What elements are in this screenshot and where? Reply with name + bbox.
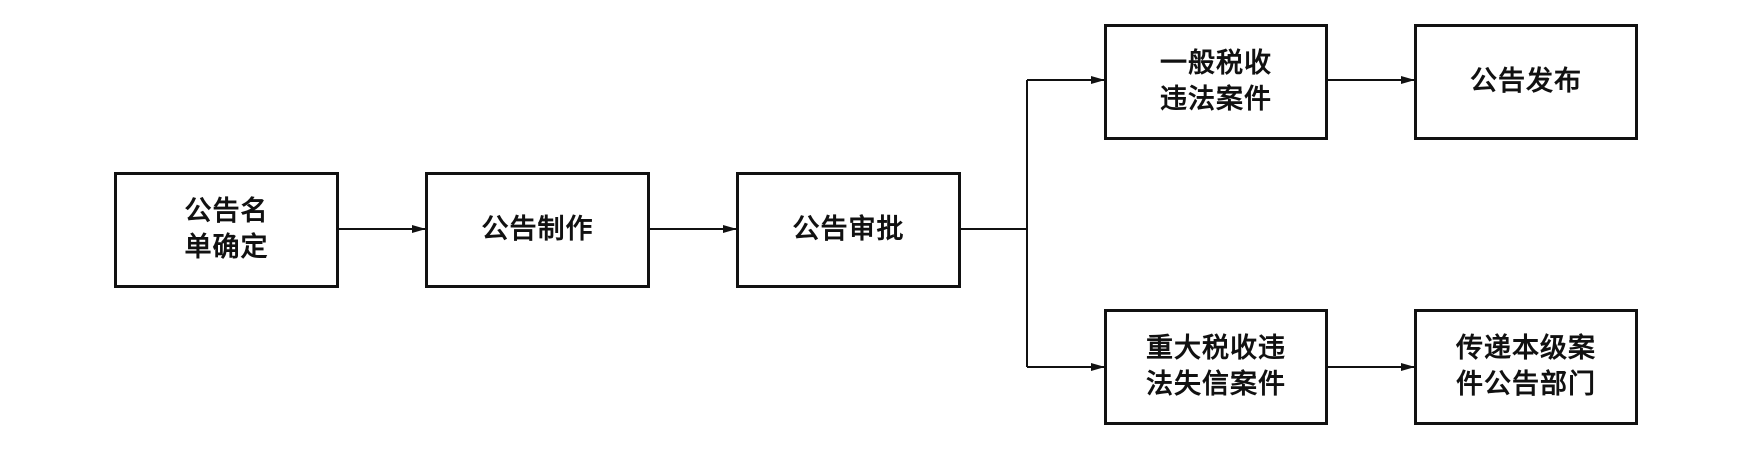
node-general-case-line-1: 一般税收: [1160, 48, 1272, 79]
node-production-line-1: 公告制作: [481, 214, 594, 245]
node-transfer-line-1: 传递本级案: [1456, 333, 1596, 364]
node-transfer-line-2: 件公告部门: [1456, 369, 1596, 400]
node-major-case-line-1: 重大税收违: [1146, 333, 1286, 364]
node-publish: 公告发布: [1414, 24, 1638, 140]
node-general-case: 一般税收 违法案件: [1104, 24, 1328, 140]
node-list-confirm-line-1: 公告名: [184, 196, 269, 227]
node-general-case-line-2: 违法案件: [1160, 84, 1272, 115]
node-transfer: 传递本级案 件公告部门: [1414, 309, 1638, 425]
node-list-confirm: 公告名 单确定: [114, 172, 339, 288]
node-approval: 公告审批: [736, 172, 961, 288]
node-major-case: 重大税收违 法失信案件: [1104, 309, 1328, 425]
node-publish-line-1: 公告发布: [1470, 66, 1582, 97]
node-production: 公告制作: [425, 172, 650, 288]
node-approval-line-1: 公告审批: [792, 214, 905, 245]
node-list-confirm-line-2: 单确定: [184, 232, 269, 263]
node-major-case-line-2: 法失信案件: [1146, 369, 1286, 400]
connector-approval-branch: [961, 80, 1028, 230]
